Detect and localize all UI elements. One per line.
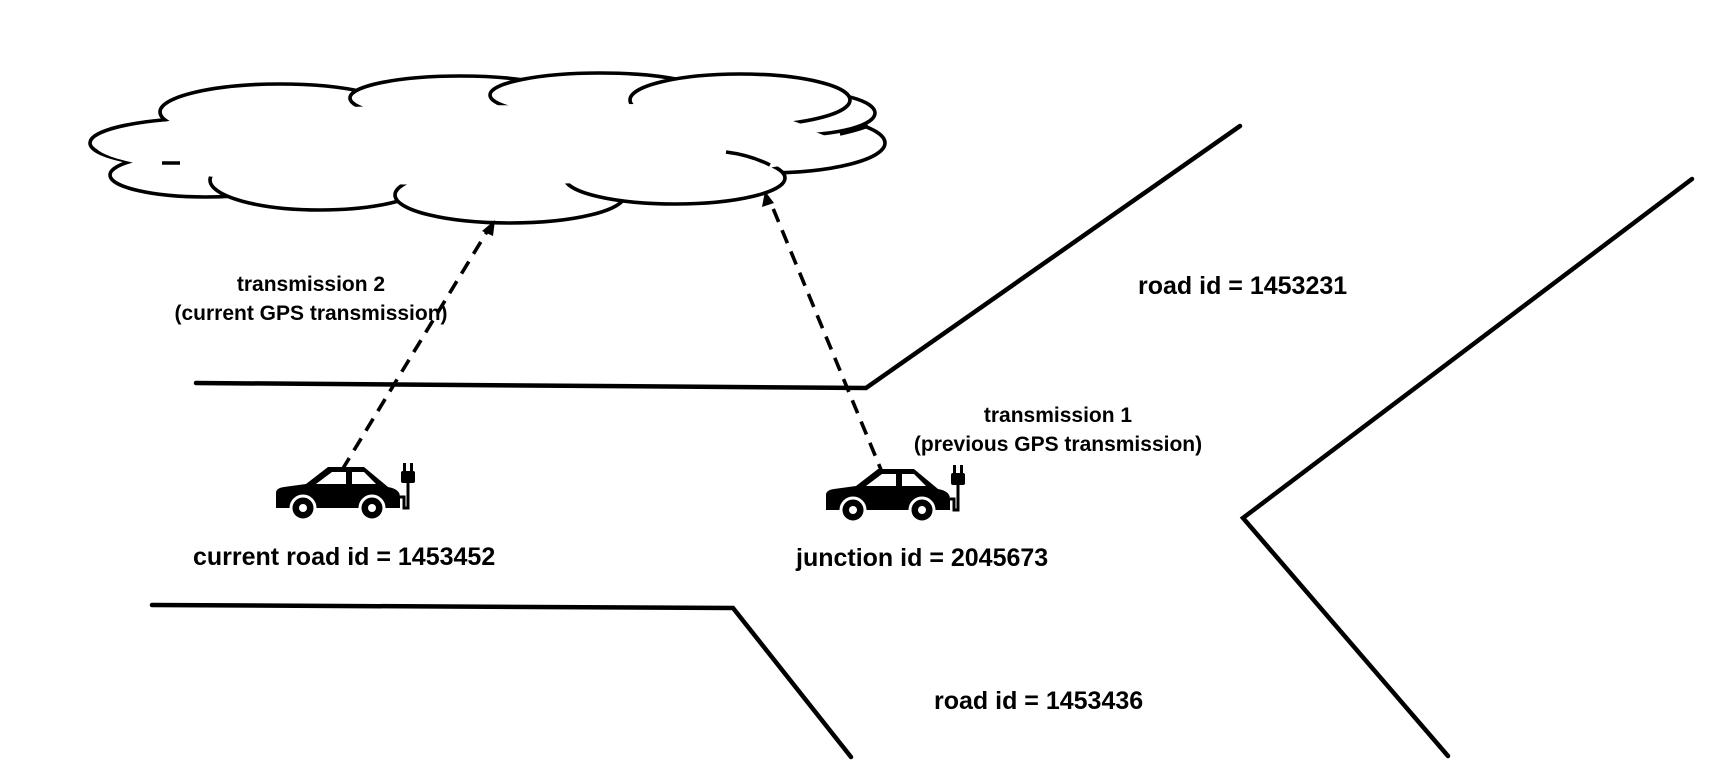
road-upper-edge <box>193 123 1243 391</box>
transmission-1-arrow <box>762 191 886 478</box>
current-road-label: current road id = 1453452 <box>193 543 495 571</box>
road-label-1453231: road id = 1453231 <box>1138 272 1347 300</box>
transmission-2-arrow <box>340 220 495 471</box>
road-right-edge <box>1239 176 1695 759</box>
electric-car-icon <box>826 465 965 524</box>
cloud-icon <box>88 71 887 225</box>
transmission-2-subtitle: (current GPS transmission) <box>174 302 447 325</box>
road-lower-edge <box>149 602 854 760</box>
transmission-1-title: transmission 1 <box>984 404 1133 427</box>
transmission-1-subtitle: (previous GPS transmission) <box>914 433 1202 456</box>
road-lines <box>149 123 1695 760</box>
transmission-2-title: transmission 2 <box>237 273 385 296</box>
junction-label: junction id = 2045673 <box>795 544 1048 572</box>
road-label-1453436: road id = 1453436 <box>934 687 1143 715</box>
electric-car-icon <box>276 463 415 522</box>
